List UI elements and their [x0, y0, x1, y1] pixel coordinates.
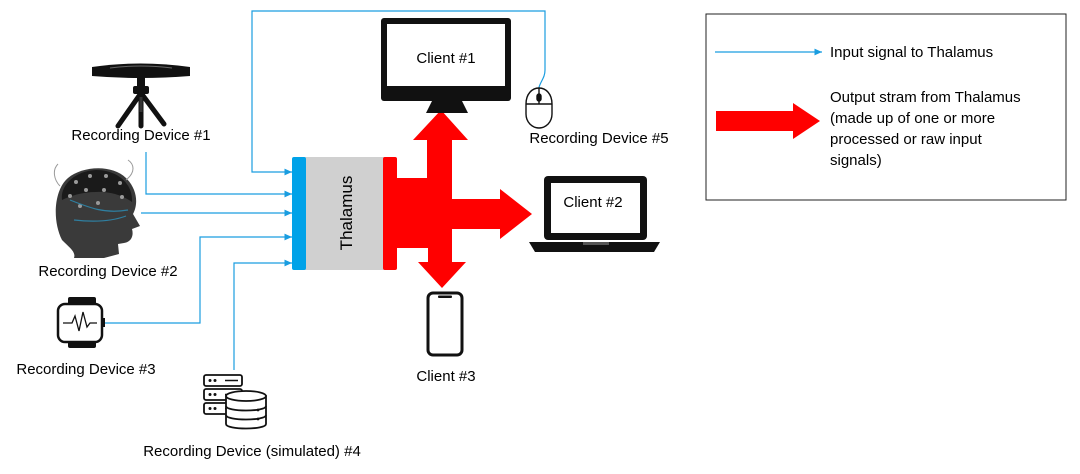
device-5-label: Recording Device #5 [529, 130, 668, 147]
input-line-device-4 [233, 259, 292, 370]
eye-tracker-on-tripod-icon [92, 63, 190, 129]
legend: Input signal to Thalamus Output stram fr… [705, 13, 1067, 201]
legend-output-line-2: (made up of one or more [830, 110, 995, 127]
thalamus-hub-input-bar [292, 157, 306, 270]
eeg-head-cap-icon [53, 159, 140, 258]
legend-box [705, 13, 1067, 201]
legend-output-label: Output stram from Thalamus (made up of o… [830, 89, 1025, 169]
legend-output-arrow [716, 103, 820, 139]
thalamus-hub: Thalamus [292, 157, 397, 270]
desktop-monitor-icon [381, 18, 511, 113]
computer-mouse-icon [525, 87, 553, 129]
thalamus-hub-body [302, 157, 388, 270]
output-stream-client-2 [394, 189, 532, 239]
input-line-device-1 [145, 152, 292, 198]
laptop-icon [529, 176, 660, 252]
legend-output-line-4: signals) [830, 152, 882, 169]
server-database-icon [203, 374, 267, 430]
output-stream-client-1 [394, 110, 468, 199]
client-3-label: Client #3 [416, 368, 475, 385]
device-3-label: Recording Device #3 [16, 361, 155, 378]
device-2-label: Recording Device #2 [38, 263, 177, 280]
thalamus-hub-output-bar [383, 157, 397, 270]
client-2-label: Client #2 [563, 194, 622, 211]
legend-output-line-1: Output stram from Thalamus [830, 89, 1021, 106]
smartphone-icon [426, 291, 464, 357]
smartwatch-ecg-icon [56, 297, 105, 348]
thalamus-hub-label: Thalamus [337, 176, 356, 251]
input-line-device-3 [104, 233, 292, 324]
device-4-label: Recording Device (simulated) #4 [143, 443, 361, 460]
legend-output-line-3: processed or raw input [830, 131, 983, 148]
device-1-label: Recording Device #1 [71, 127, 210, 144]
legend-input-label: Input signal to Thalamus [830, 44, 993, 61]
output-stream-client-3 [394, 229, 466, 288]
output-streams [394, 110, 532, 288]
client-1-label: Client #1 [416, 50, 475, 67]
